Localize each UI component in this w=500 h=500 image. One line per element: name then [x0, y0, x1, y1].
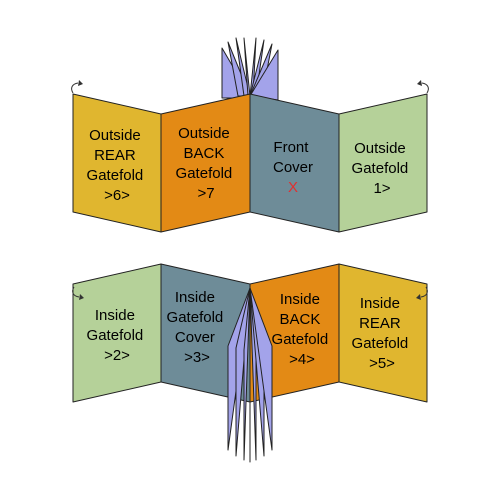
fold-arrow-right	[420, 286, 428, 298]
fold-arrow-right-head	[417, 80, 422, 86]
panel-inside-rear	[338, 263, 428, 403]
label-inside-gatefold: Inside Gatefold >2>	[87, 307, 148, 364]
fold-arrow-left-head	[78, 80, 83, 86]
bottom-pages	[227, 287, 273, 463]
bottom-page	[243, 287, 251, 461]
front-cover-mark: X	[288, 179, 298, 196]
label-inside-gatefold-cover: Inside Gatefold Cover >3>	[167, 289, 228, 366]
panel-outside-gatefold	[338, 93, 428, 233]
panel-outside-back	[160, 93, 251, 233]
inside-view: Inside Gatefold >2> Inside Gatefold Cove…	[72, 263, 428, 463]
fold-arrow-right	[421, 82, 429, 94]
label-outside-back: Outside BACK Gatefold >7	[176, 125, 237, 202]
label-outside-rear: Outside REAR Gatefold >6>	[87, 127, 148, 204]
bottom-page	[249, 287, 273, 451]
label-inside-rear: Inside REAR Gatefold >5>	[352, 295, 413, 372]
label-inside-back: Inside BACK Gatefold >4>	[272, 291, 333, 368]
fold-arrow-left-head	[79, 294, 84, 300]
top-pages	[221, 37, 279, 101]
fold-arrow-left	[72, 286, 80, 298]
label-front-cover: Front Cover	[273, 139, 313, 176]
fold-arrow-right-head	[416, 294, 421, 300]
label-outside-gatefold: Outside Gatefold 1>	[352, 140, 413, 197]
fold-arrow-left	[71, 82, 79, 94]
outside-view: Outside REAR Gatefold >6> Outside BACK G…	[71, 37, 429, 233]
